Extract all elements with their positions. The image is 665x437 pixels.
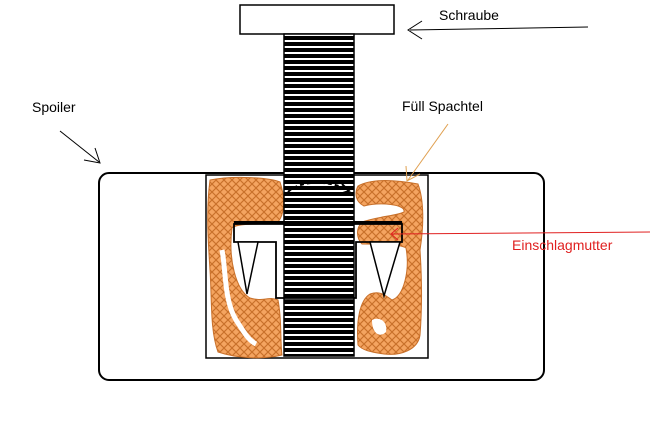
label-spoiler: Spoiler bbox=[32, 99, 76, 115]
arrow-einschlag-line bbox=[391, 231, 651, 235]
label-einschlagmutter: Einschlagmutter bbox=[512, 237, 613, 253]
arrow-fuell-line bbox=[407, 123, 449, 181]
arrow-einschlag-head-icon bbox=[390, 227, 399, 241]
arrow-spoiler-line bbox=[59, 130, 100, 163]
insert-nut-flange-top bbox=[234, 221, 402, 224]
screw-head bbox=[239, 4, 395, 35]
filler-left-gap bbox=[219, 249, 258, 347]
label-fuell-spachtel: Füll Spachtel bbox=[402, 98, 483, 114]
filler-right-gap bbox=[372, 318, 387, 335]
arrow-fuell-head-icon bbox=[405, 165, 421, 182]
screw-shank bbox=[283, 33, 355, 357]
arrow-spoiler-head-icon bbox=[83, 147, 101, 164]
rotation-mark bbox=[287, 181, 349, 193]
arrow-schraube-head-icon bbox=[407, 20, 423, 40]
rotation-arrow-icon bbox=[339, 183, 351, 195]
insert-nut-prong-right bbox=[369, 241, 402, 299]
arrow-schraube-line bbox=[409, 26, 589, 31]
insert-nut-prong-left bbox=[237, 241, 259, 295]
label-schraube: Schraube bbox=[439, 7, 499, 23]
